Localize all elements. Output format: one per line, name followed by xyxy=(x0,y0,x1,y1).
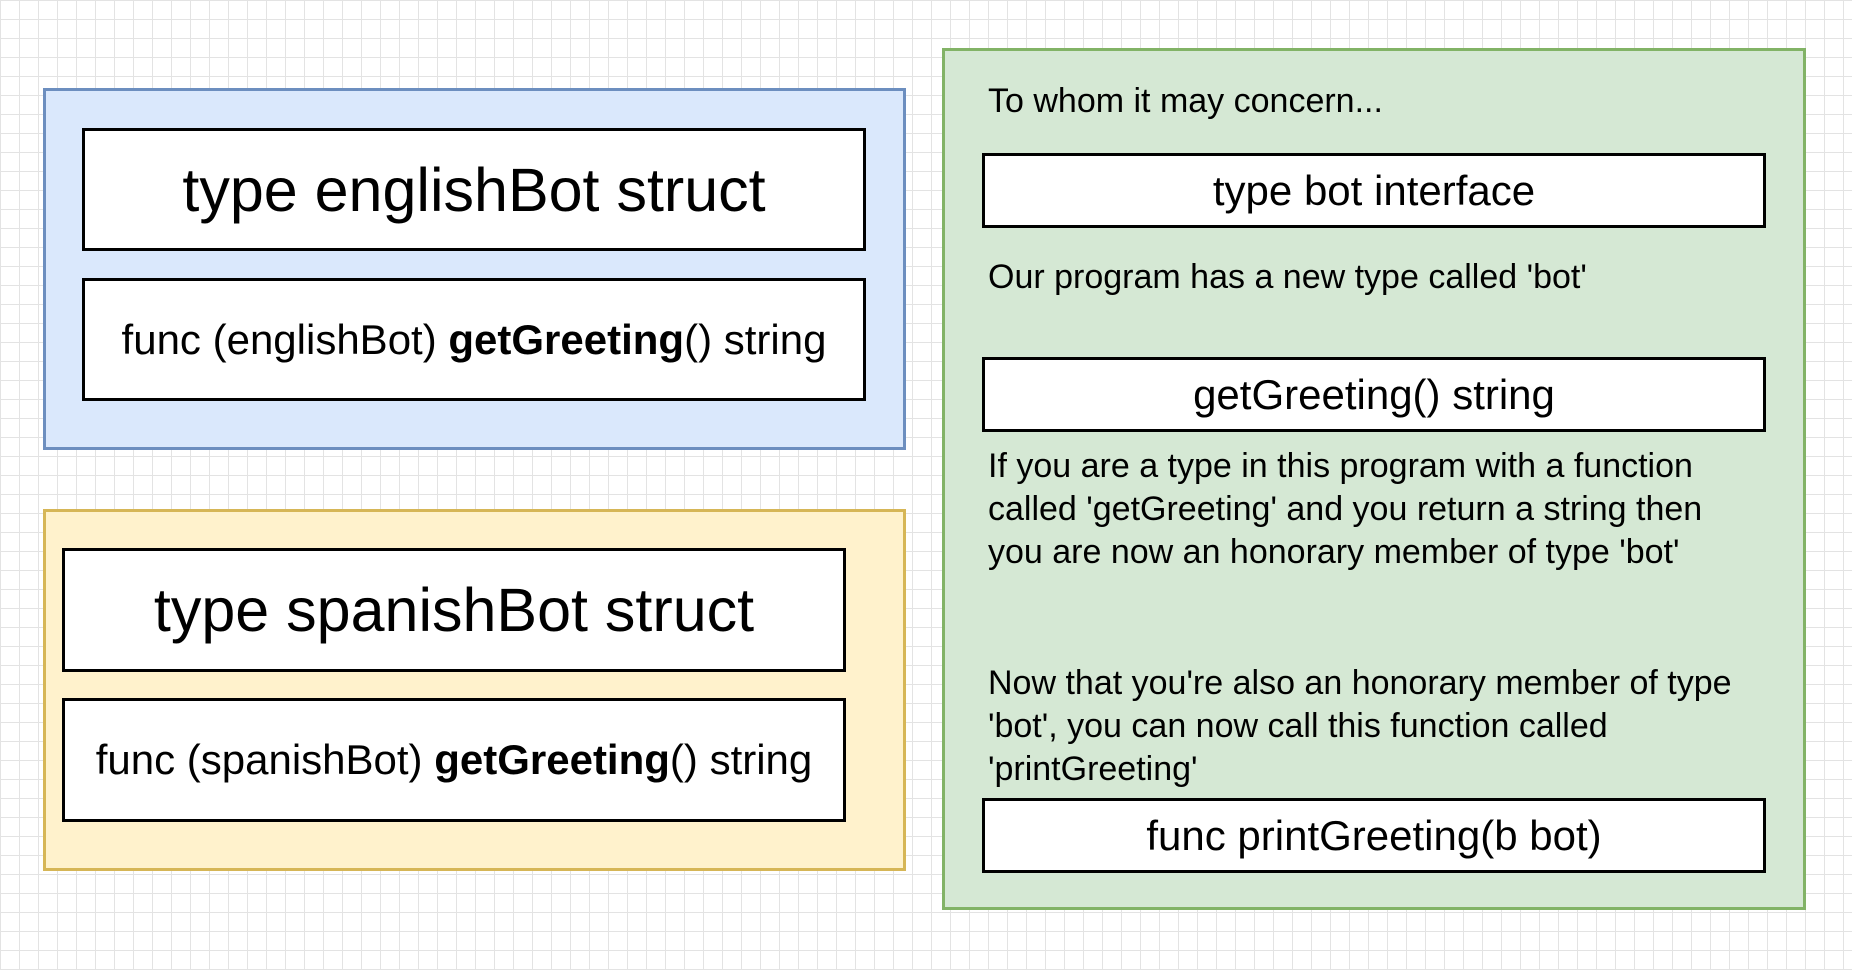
spanish-bot-func-prefix: func (spanishBot) xyxy=(95,736,435,783)
new-type-note: Our program has a new type called 'bot' xyxy=(988,258,1587,296)
bot-interface-type-label: type bot interface xyxy=(1212,166,1536,214)
english-bot-func-name: getGreeting xyxy=(448,315,685,363)
print-greeting-func-label: func printGreeting(b bot) xyxy=(1146,811,1602,859)
spanish-bot-func-suffix: () string xyxy=(669,736,813,783)
english-bot-func-suffix: () string xyxy=(684,315,827,363)
bot-interface-type-box[interactable]: type bot interface xyxy=(982,153,1766,228)
spanish-bot-func-name: getGreeting xyxy=(434,736,670,783)
interface-intro-text: To whom it may concern... xyxy=(988,82,1383,120)
get-greeting-signature-label: getGreeting() string xyxy=(1193,370,1555,418)
english-bot-func-label: func (englishBot) getGreeting() string xyxy=(122,316,827,364)
spanish-bot-func-box[interactable]: func (spanishBot) getGreeting() string xyxy=(62,698,846,822)
spanish-bot-type-label: type spanishBot struct xyxy=(153,576,755,644)
english-bot-func-box[interactable]: func (englishBot) getGreeting() string xyxy=(82,278,866,401)
print-greeting-func-box[interactable]: func printGreeting(b bot) xyxy=(982,798,1766,873)
membership-note: If you are a type in this program with a… xyxy=(988,447,1703,571)
english-bot-type-label: type englishBot struct xyxy=(182,155,766,224)
english-bot-type-box[interactable]: type englishBot struct xyxy=(82,128,866,251)
print-function-note: Now that you're also an honorary member … xyxy=(988,664,1732,788)
spanish-bot-func-label: func (spanishBot) getGreeting() string xyxy=(96,736,813,784)
english-bot-func-prefix: func (englishBot) xyxy=(121,315,449,363)
get-greeting-signature-box[interactable]: getGreeting() string xyxy=(982,357,1766,432)
spanish-bot-type-box[interactable]: type spanishBot struct xyxy=(62,548,846,672)
